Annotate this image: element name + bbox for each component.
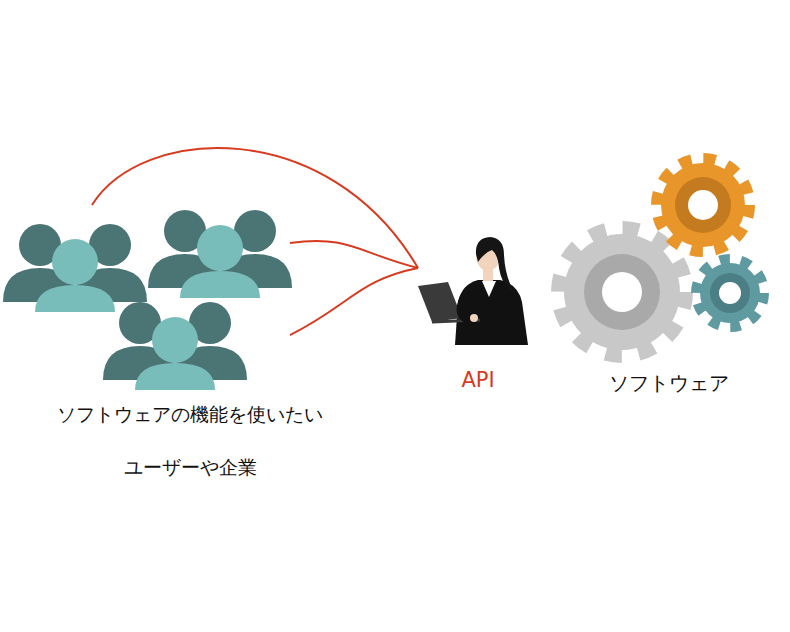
people-group — [3, 224, 147, 312]
node-label: API — [418, 365, 538, 395]
node-label: ソフトウェアの機能を使いたい ユーザーや企業 — [20, 388, 360, 494]
connector-curve — [290, 241, 418, 268]
user-group: ソフトウェアの機能を使いたい ユーザーや企業 — [5, 205, 290, 390]
node-label: ソフトウェア — [556, 368, 781, 398]
people-group — [103, 302, 247, 390]
gear — [658, 160, 748, 250]
software-gears: ソフトウェア — [556, 150, 781, 395]
api-figure: API — [418, 225, 538, 395]
woman-figure — [418, 237, 528, 345]
people-group — [148, 210, 292, 298]
connector-curve — [92, 148, 418, 268]
gear — [560, 230, 684, 354]
gear — [697, 260, 763, 326]
connector-curve — [290, 268, 418, 335]
